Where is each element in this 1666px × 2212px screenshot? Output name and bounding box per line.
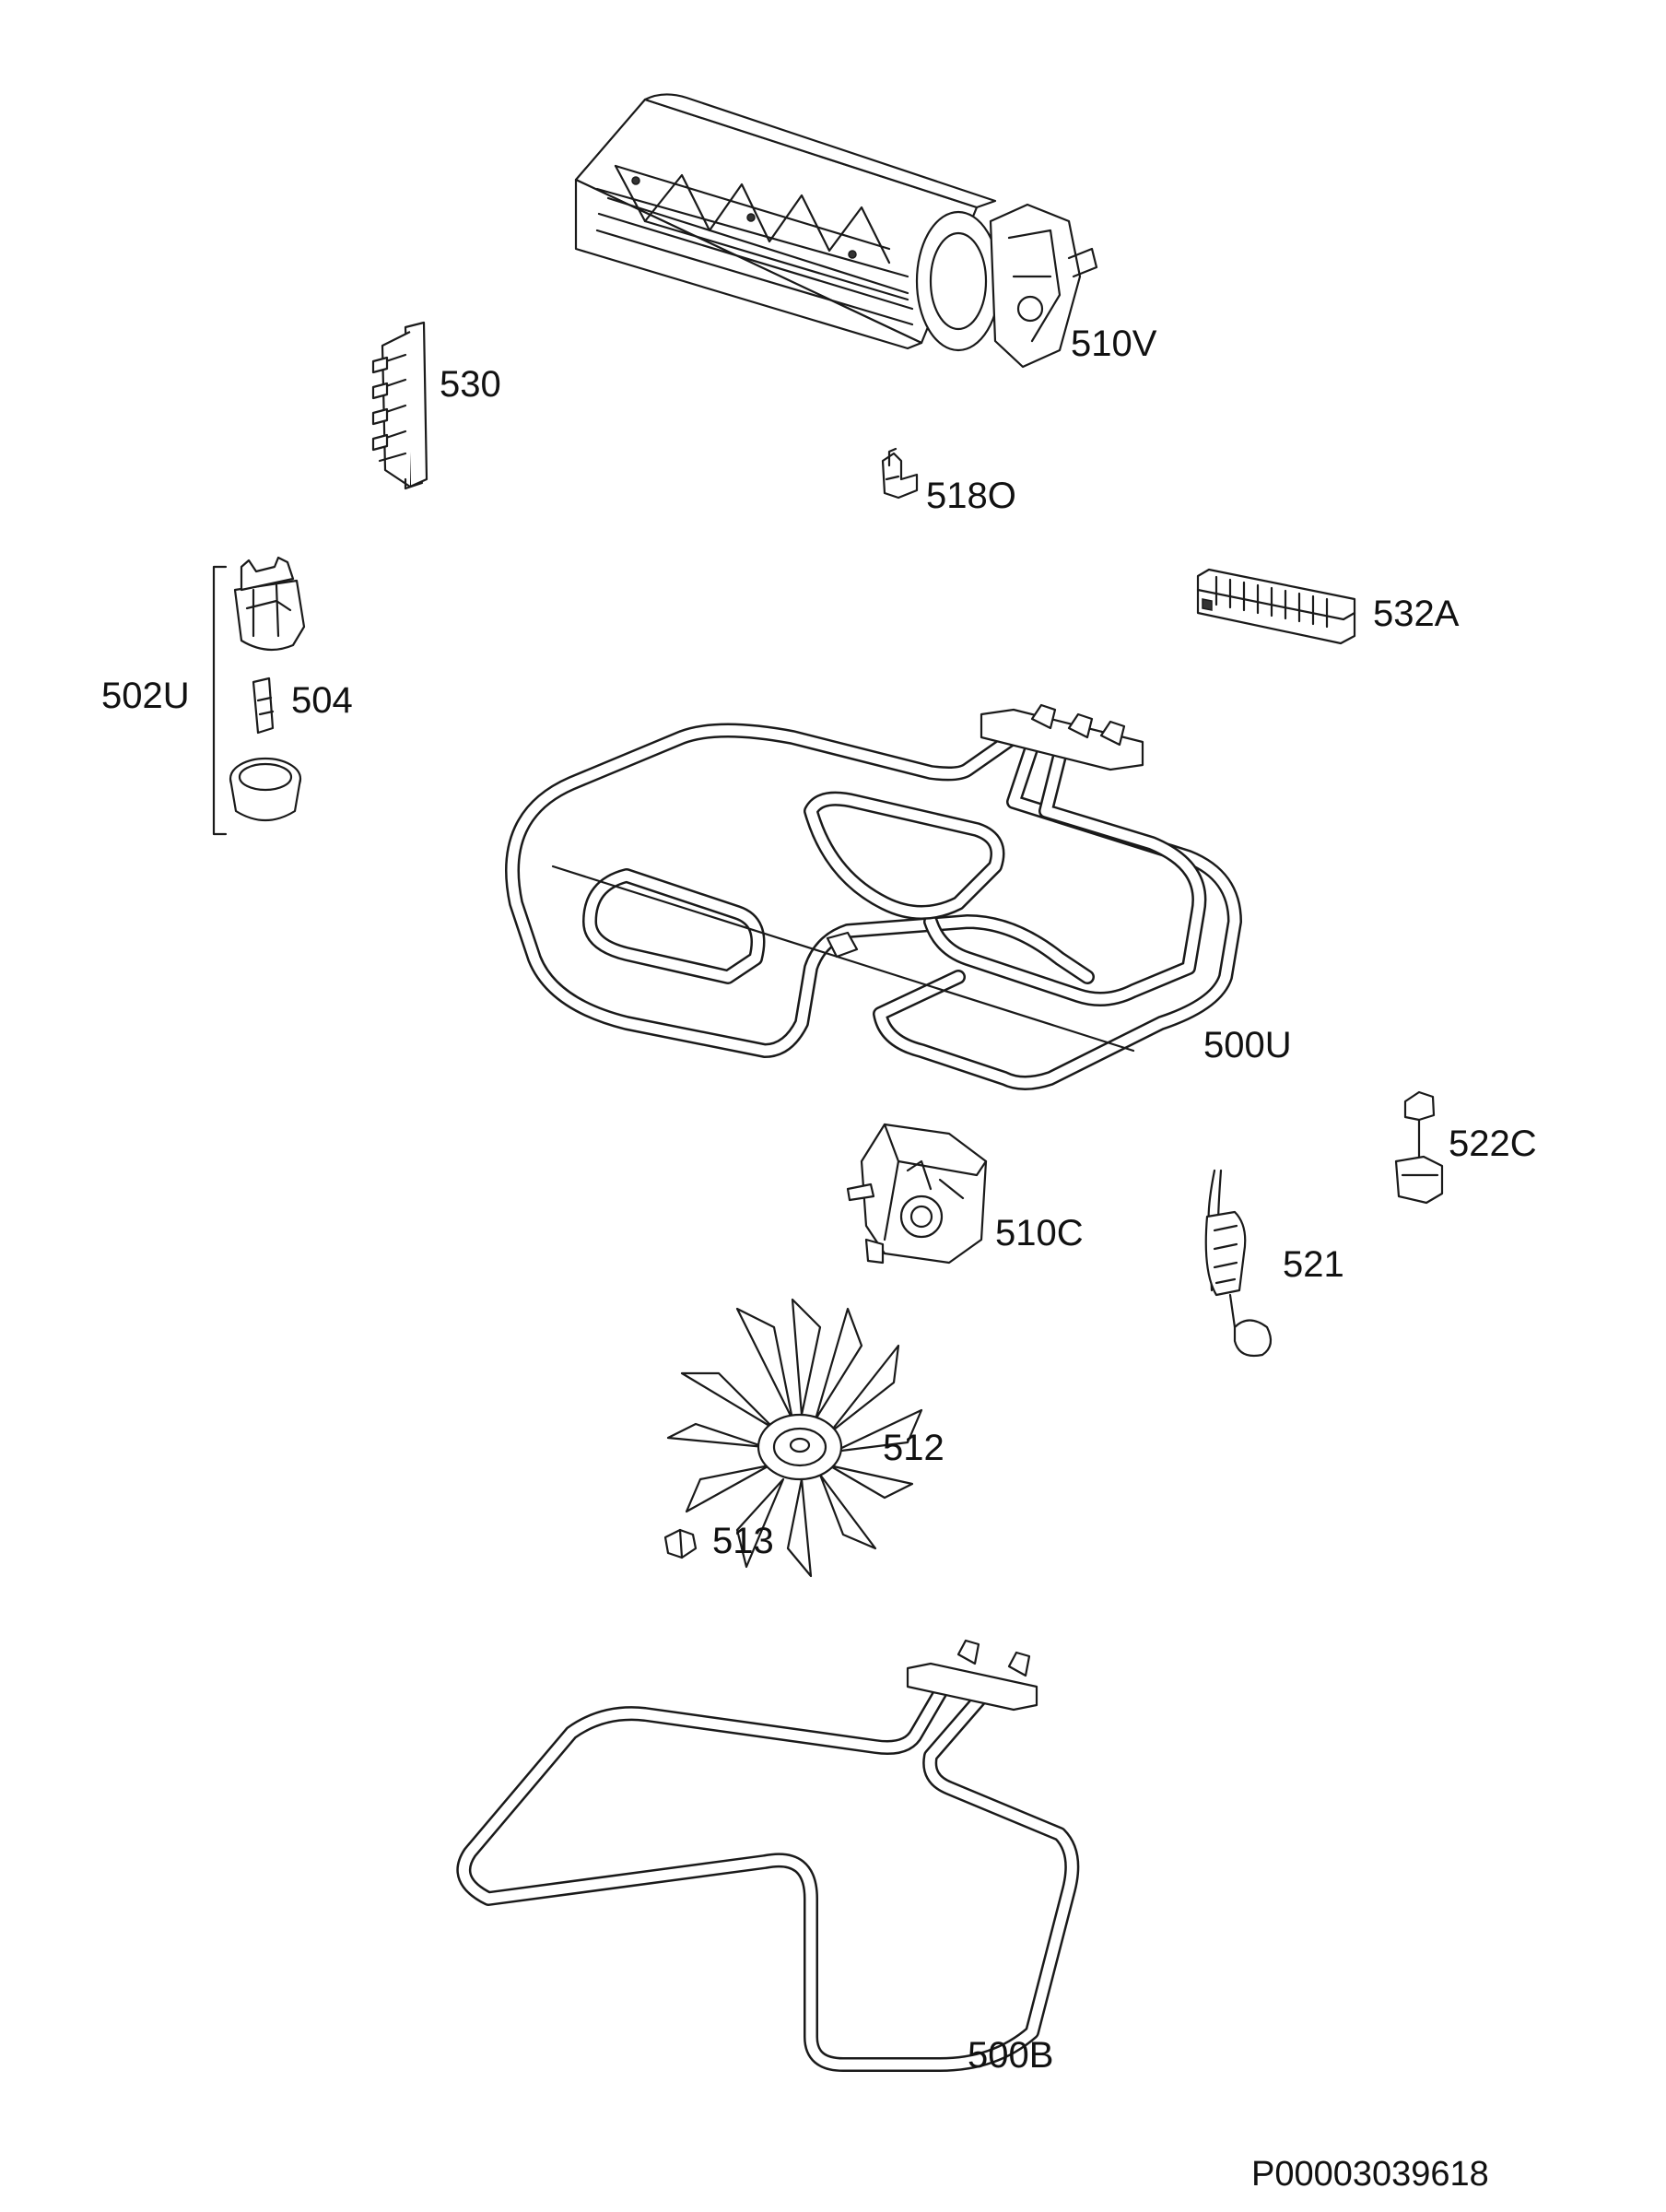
thermostat-518O xyxy=(881,447,919,500)
label-502U: 502U xyxy=(101,676,190,716)
nut-513 xyxy=(663,1528,698,1559)
connector-strip-532A xyxy=(1196,568,1356,645)
label-500B: 500B xyxy=(968,2035,1054,2076)
fan-motor-510C xyxy=(846,1123,988,1265)
label-522C: 522C xyxy=(1449,1124,1537,1164)
label-532A: 532A xyxy=(1373,594,1460,634)
fan-blade-512 xyxy=(666,1298,923,1578)
label-504: 504 xyxy=(291,680,353,721)
label-500U: 500U xyxy=(1203,1025,1292,1065)
drawing-number: P00003039618 xyxy=(1251,2155,1489,2194)
label-513: 513 xyxy=(712,1521,774,1561)
terminal-block-530 xyxy=(371,321,428,490)
label-512: 512 xyxy=(883,1428,944,1468)
label-510C: 510C xyxy=(995,1213,1084,1253)
grill-element-500U xyxy=(505,703,1242,1090)
lamp-assembly-502U xyxy=(212,556,306,836)
label-530: 530 xyxy=(440,364,501,405)
bottom-element-500B xyxy=(456,1639,1080,2072)
switch-522C xyxy=(1394,1090,1444,1205)
label-510V: 510V xyxy=(1071,324,1157,364)
label-518O: 518O xyxy=(926,476,1016,516)
label-521: 521 xyxy=(1283,1244,1344,1285)
tangential-fan-510V xyxy=(574,93,1098,369)
sensor-cable-521 xyxy=(1204,1169,1273,1358)
